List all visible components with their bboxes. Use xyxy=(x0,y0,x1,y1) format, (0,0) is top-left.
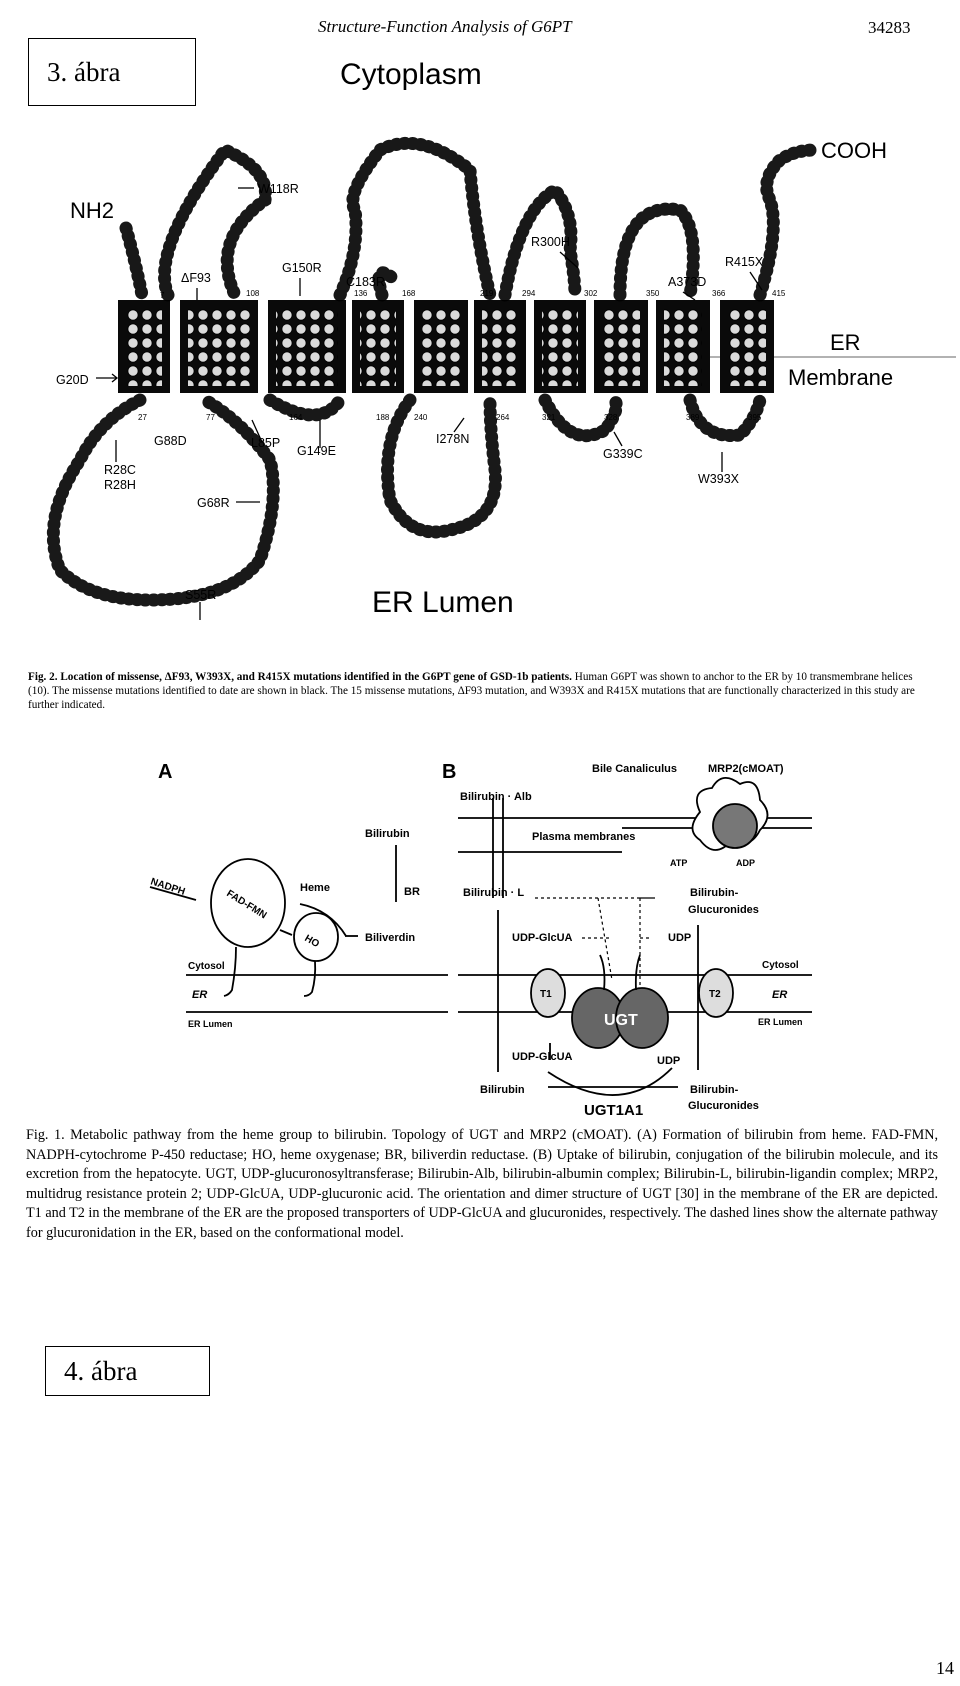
residue-number: 7 xyxy=(160,291,165,300)
transmembrane-helices xyxy=(118,300,774,393)
atp-label: ATP xyxy=(670,858,687,868)
ugt-label: UGT xyxy=(604,1012,638,1029)
residue-number: 395 xyxy=(748,413,762,422)
mutation-label: W118R xyxy=(258,182,299,196)
residue-number: 302 xyxy=(584,289,598,298)
cytosol-label-b: Cytosol xyxy=(762,960,799,971)
ugt1a1-label: UGT1A1 xyxy=(584,1102,643,1119)
mrp2-label: MRP2(cMOAT) xyxy=(708,763,784,775)
cytosol-label-a: Cytosol xyxy=(188,961,225,972)
udp-bottom-label: UDP xyxy=(657,1055,680,1067)
panel-b-label: B xyxy=(442,761,456,783)
mutation-arrows xyxy=(96,187,763,620)
bilirubin-glucuronides-bottom-1: Bilirubin- xyxy=(690,1084,739,1096)
fig2-caption-title: Fig. 2. Location of missense, ΔF93, W393… xyxy=(28,671,572,683)
residue-number: 366 xyxy=(712,289,726,298)
fig1-caption: Fig. 1. Metabolic pathway from the heme … xyxy=(26,1127,938,1241)
heme-label: Heme xyxy=(300,882,330,894)
udp-glcua-top-label: UDP-GlcUA xyxy=(512,932,573,944)
mutation-label: G339C xyxy=(603,447,643,461)
udp-top-label: UDP xyxy=(668,932,691,944)
residue-number: 240 xyxy=(414,413,428,422)
residue-number: 108 xyxy=(246,289,260,298)
plasma-membranes-label: Plasma membranes xyxy=(532,831,635,843)
adp-label: ADP xyxy=(736,858,755,868)
mutation-label: C183R xyxy=(346,275,385,289)
g6pt-topology-diagram: Cytoplasm ER Lumen ER Membrane NH2 COOH xyxy=(46,58,956,620)
mutation-label: R28C xyxy=(104,463,136,477)
bilirubin-glucuronides-bottom-2: Glucuronides xyxy=(688,1100,759,1112)
residue-numbers: 7 108 136 168 219 294 302 350 366 415 27… xyxy=(138,289,786,422)
bilirubin-bottom-label: Bilirubin xyxy=(480,1084,525,1096)
running-head: Structure-Function Analysis of G6PT xyxy=(318,17,572,36)
residue-loops xyxy=(46,136,822,607)
mutation-label: ΔF93 xyxy=(181,271,211,285)
mutation-label: I278N xyxy=(436,432,469,446)
mutation-label: G88D xyxy=(154,434,187,448)
residue-number: 219 xyxy=(480,289,494,298)
bile-canaliculus-label: Bile Canaliculus xyxy=(592,763,677,775)
residue-number: 77 xyxy=(206,413,215,422)
residue-number: 321 xyxy=(542,413,556,422)
mutation-label: G150R xyxy=(282,261,322,275)
er-label: ER xyxy=(830,330,861,355)
nh2-label: NH2 xyxy=(70,198,114,223)
er-lumen-label: ER Lumen xyxy=(372,586,514,619)
figure-label-3: 3. ábra xyxy=(28,38,196,106)
figure-label-4: 4. ábra xyxy=(45,1346,210,1396)
cytoplasm-label: Cytoplasm xyxy=(340,58,482,91)
residue-number: 415 xyxy=(772,289,786,298)
residue-number: 188 xyxy=(376,413,390,422)
bilirubin-glucuronides-top-1: Bilirubin- xyxy=(690,887,739,899)
nadph-label: NADPH xyxy=(149,876,186,897)
mutation-label: R300H xyxy=(531,235,570,249)
mutation-label: R415X xyxy=(725,255,764,269)
udp-glcua-bottom-label: UDP-GlcUA xyxy=(512,1051,573,1063)
residue-number: 328 xyxy=(604,413,618,422)
bilirubin-glucuronides-top-2: Glucuronides xyxy=(688,904,759,916)
mutation-label: S55R xyxy=(185,588,216,602)
bilirubin-alb-label: Bilirubin · Alb xyxy=(460,791,532,803)
er-label-b: ER xyxy=(772,989,787,1001)
mutation-labels: W118R ΔF93 G150R C183R R300H A373D R415X… xyxy=(56,182,764,602)
t2-label: T2 xyxy=(709,989,721,1000)
mutation-label: L85P xyxy=(251,436,280,450)
fig2-caption: Fig. 2. Location of missense, ΔF93, W393… xyxy=(28,670,928,712)
residue-number: 294 xyxy=(522,289,536,298)
page-number: 14 xyxy=(936,1658,954,1678)
mutation-label: R28H xyxy=(104,478,136,492)
mutation-label: G149E xyxy=(297,444,336,458)
residue-number: 350 xyxy=(646,289,660,298)
br-label: BR xyxy=(404,886,420,898)
biliverdin-label: Biliverdin xyxy=(365,932,415,944)
membrane-label: Membrane xyxy=(788,365,893,390)
residue-number: 264 xyxy=(496,413,510,422)
residue-number: 168 xyxy=(402,289,416,298)
er-lumen-label-b: ER Lumen xyxy=(758,1017,803,1027)
residue-number: 389 xyxy=(686,413,700,422)
residue-number: 164 xyxy=(289,413,303,422)
fig2-caption-body: Human G6PT was shown to anchor to the ER… xyxy=(28,671,915,711)
bilirubin-pathway-diagram: A B NADPH FAD-FMN HO Heme Biliverdin Bil… xyxy=(149,761,812,1119)
bilirubin-l-label: Bilirubin · L xyxy=(463,887,524,899)
residue-number: 136 xyxy=(354,289,368,298)
mutation-label: G20D xyxy=(56,373,89,387)
journal-page-number: 34283 xyxy=(868,18,911,37)
mutation-label: A373D xyxy=(668,275,706,289)
cooh-label: COOH xyxy=(821,138,887,163)
t1-label: T1 xyxy=(540,989,552,1000)
bilirubin-label-a: Bilirubin xyxy=(365,828,410,840)
er-label-a: ER xyxy=(192,989,207,1001)
residue-number: 27 xyxy=(138,413,147,422)
er-lumen-label-a: ER Lumen xyxy=(188,1019,233,1029)
panel-a-label: A xyxy=(158,761,172,783)
mutation-label: G68R xyxy=(197,496,230,510)
mutation-label: W393X xyxy=(698,472,740,486)
